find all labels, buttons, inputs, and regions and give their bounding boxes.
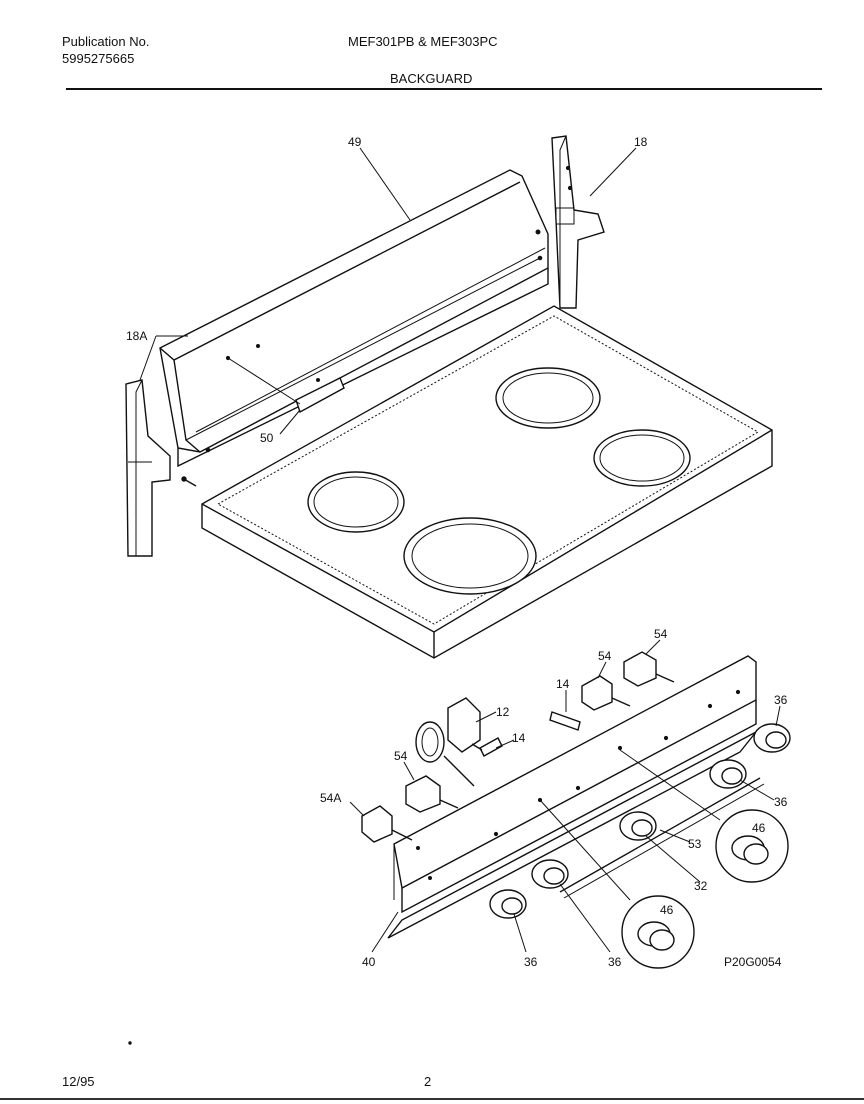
knob-36-front-mid: [531, 859, 569, 889]
cooktop: [201, 305, 773, 659]
callout-36-front-left: 36: [524, 955, 538, 969]
footer-date: 12/95: [62, 1074, 95, 1089]
callout-54-left: 54: [394, 749, 408, 763]
callout-46-right: 46: [752, 821, 766, 835]
switch-54-right: [623, 651, 675, 687]
knob-46-inset-right: [715, 809, 789, 883]
lamp-14-left: [471, 737, 503, 757]
knob-46-inset-bottom: [621, 895, 695, 969]
footer-rule: [0, 1098, 864, 1100]
switch-54-mid: [581, 675, 631, 711]
header-rule: [66, 88, 822, 90]
callout-36-top-right: 36: [774, 693, 788, 707]
callout-54-right: 54: [654, 627, 668, 641]
page-number: 2: [424, 1074, 432, 1089]
callout-18: 18: [634, 135, 648, 149]
callout-54-mid: 54: [598, 649, 612, 663]
callout-14-upper: 14: [556, 677, 570, 691]
callout-49: 49: [348, 135, 362, 149]
knob-32: [619, 811, 657, 841]
section-title: BACKGUARD: [390, 71, 473, 86]
callout-40: 40: [362, 955, 376, 969]
callout-36-right: 36: [774, 795, 788, 809]
switch-54a: [361, 805, 413, 843]
knob-36-top-right: [753, 723, 791, 753]
switch-54-left: [405, 775, 459, 813]
end-cap-18a: [125, 379, 197, 557]
control-panel-40: [387, 655, 757, 939]
publication-number: 5995275665: [62, 51, 135, 66]
callout-50: 50: [260, 431, 274, 445]
callout-46-bottom: 46: [660, 903, 674, 917]
drawing-code: P20G0054: [724, 955, 782, 969]
leader-lines: [139, 147, 781, 953]
model-title: MEF301PB & MEF303PC: [348, 34, 498, 49]
bracket-50: [225, 355, 345, 414]
callout-36-front-mid: 36: [608, 955, 622, 969]
backguard-panel: [159, 169, 549, 468]
callout-54a: 54A: [320, 791, 341, 805]
callout-12: 12: [496, 705, 510, 719]
callout-18a: 18A: [126, 329, 147, 343]
callout-14-lower: 14: [512, 731, 526, 745]
knob-36-front-left: [489, 889, 527, 919]
callout-53: 53: [688, 837, 702, 851]
end-cap-18: [551, 135, 605, 309]
knob-36-right-mid: [709, 759, 747, 789]
callout-32: 32: [694, 879, 708, 893]
timer-12: [415, 697, 481, 787]
publication-label: Publication No.: [62, 34, 150, 49]
lamp-14-right: [549, 711, 581, 731]
